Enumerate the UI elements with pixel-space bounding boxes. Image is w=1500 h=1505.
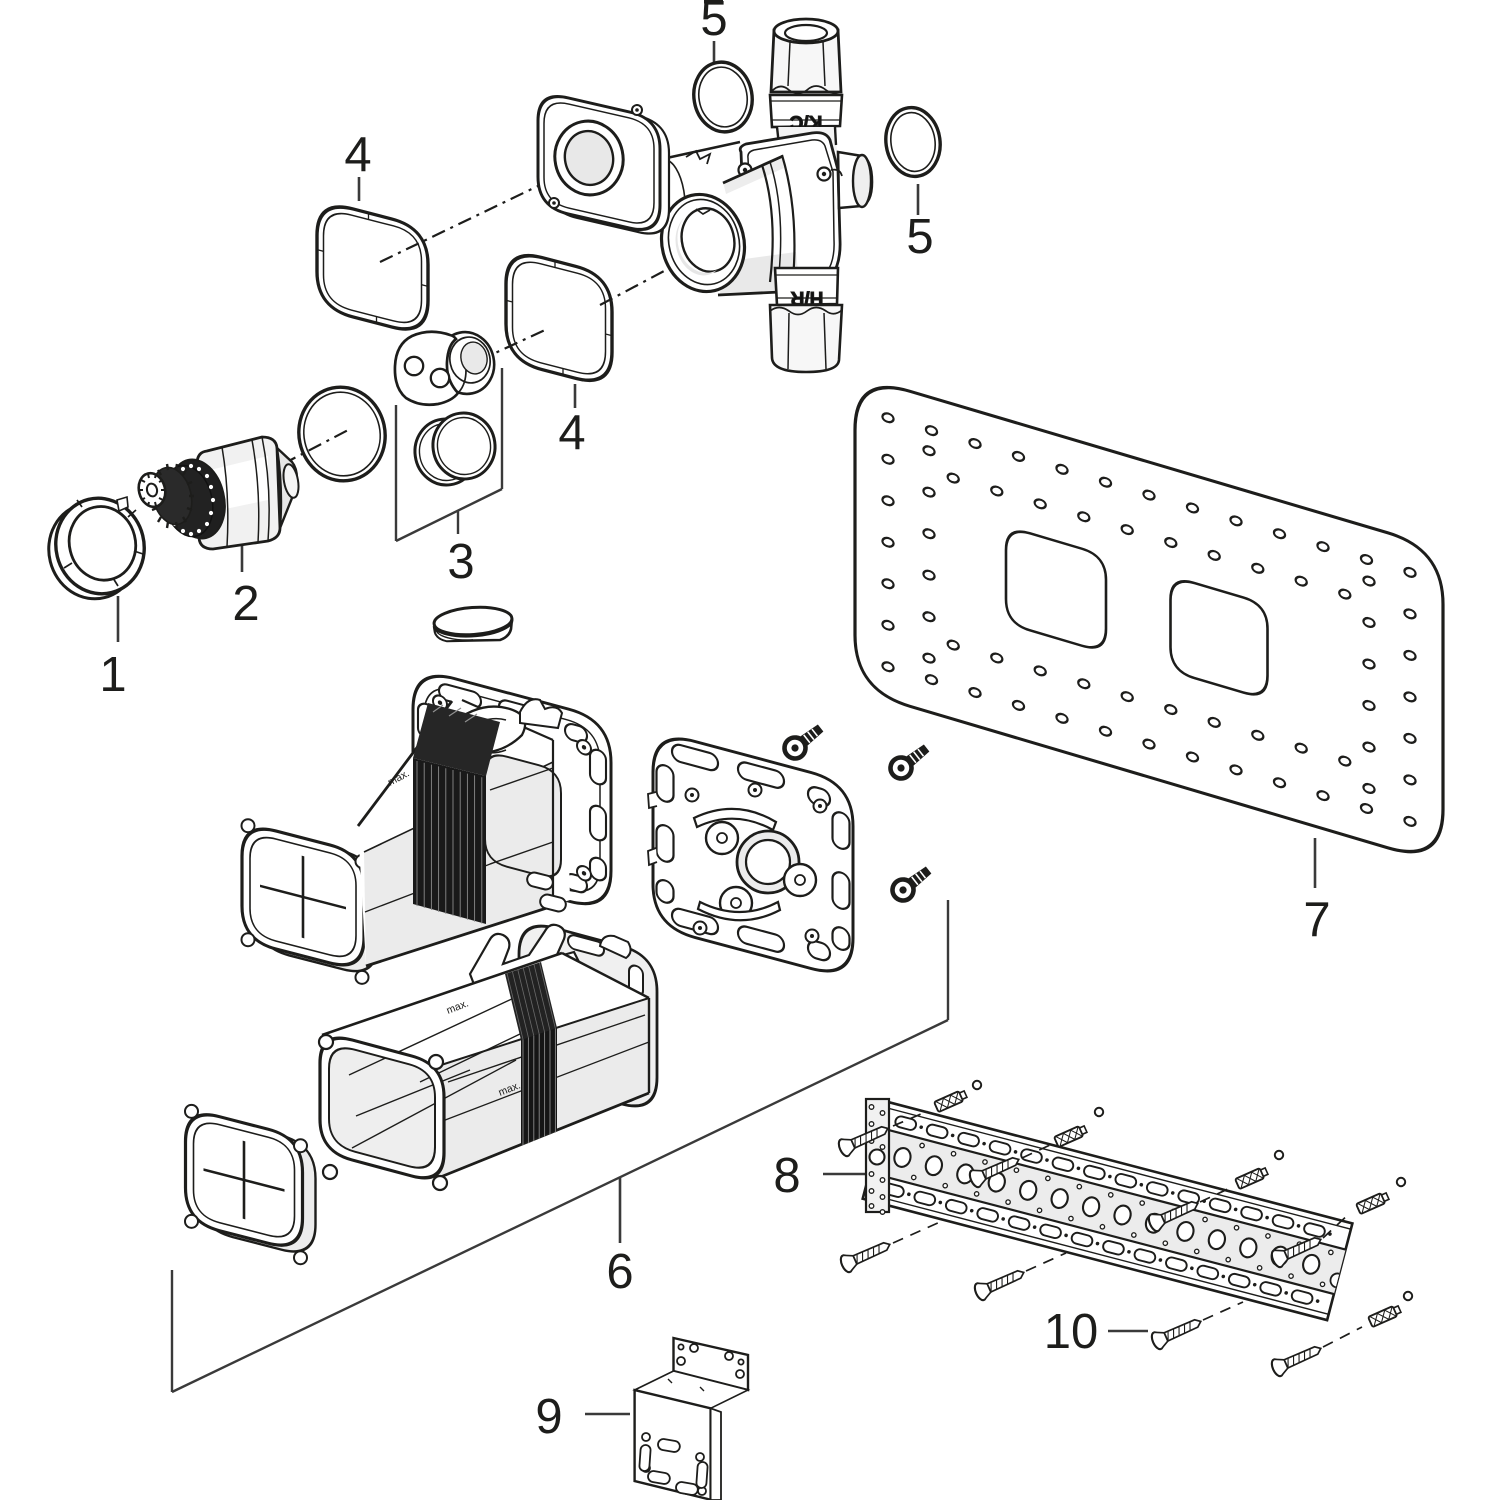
svg-text:4: 4 <box>558 406 585 460</box>
svg-text:4: 4 <box>344 128 371 182</box>
svg-text:2: 2 <box>232 577 259 631</box>
svg-text:3: 3 <box>447 535 474 589</box>
svg-text:9: 9 <box>535 1390 562 1444</box>
svg-text:8: 8 <box>773 1149 800 1203</box>
svg-text:7: 7 <box>1303 893 1330 947</box>
svg-text:6: 6 <box>606 1245 633 1299</box>
svg-text:5: 5 <box>906 210 933 264</box>
svg-text:10: 10 <box>1044 1305 1099 1359</box>
svg-text:H/R: H/R <box>790 287 823 308</box>
svg-text:5: 5 <box>700 0 727 46</box>
svg-text:1: 1 <box>99 648 126 702</box>
